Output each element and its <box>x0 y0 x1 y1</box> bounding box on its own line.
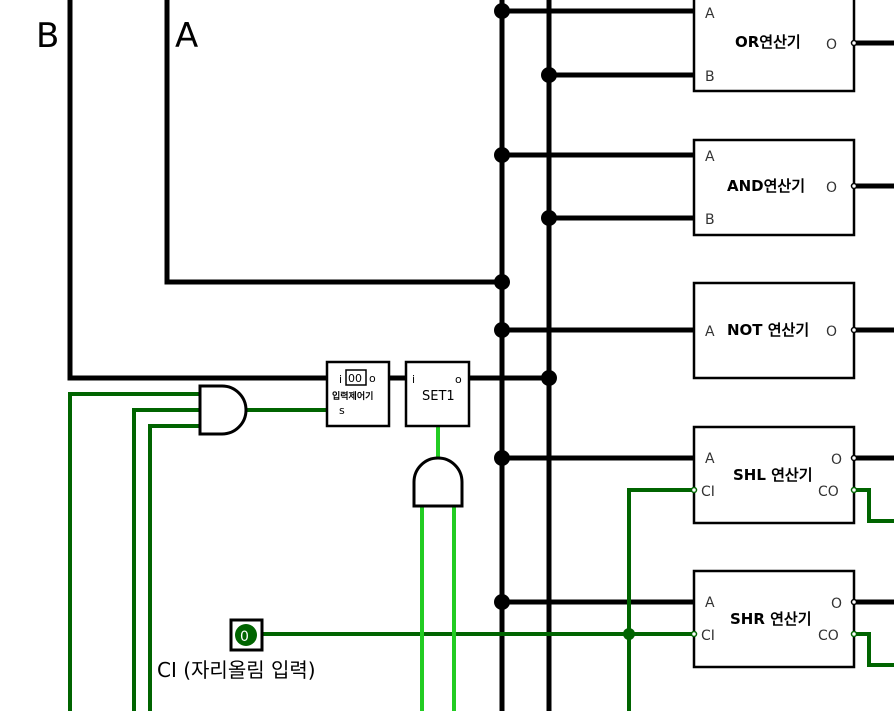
and-pin-a: A <box>705 149 715 165</box>
not-pin-o: O <box>826 324 837 340</box>
set1-title: SET1 <box>422 389 455 404</box>
shr-title: SHR 연산기 <box>730 610 812 628</box>
shl-pin-co: CO <box>818 484 839 500</box>
and-pin-o: O <box>826 180 837 196</box>
controller-pin-s: s <box>339 404 345 417</box>
controller-pin-i: i <box>339 373 342 386</box>
bus-b-label: B <box>36 16 59 56</box>
and-title: AND연산기 <box>727 177 805 195</box>
ci-input-pin[interactable]: 0 <box>229 618 264 652</box>
shr-pin-ci: CI <box>701 628 715 644</box>
set1-pin-i: i <box>412 373 415 386</box>
shl-title: SHL 연산기 <box>733 466 813 484</box>
shl-pin-ci: CI <box>701 484 715 500</box>
or-pin-b: B <box>705 69 715 85</box>
not-title: NOT 연산기 <box>727 321 809 339</box>
bus-junctions <box>494 3 557 610</box>
controller-title: 입력제어기 <box>332 390 373 402</box>
ci-caption: CI (자리올림 입력) <box>157 658 316 682</box>
unit-pin-dots <box>690 486 858 638</box>
ci-junction <box>623 628 635 640</box>
set1-pin-o: o <box>455 373 462 386</box>
unit-shl[interactable]: A CI O CO SHL 연산기 <box>692 425 856 525</box>
set1-block[interactable]: i o SET1 <box>404 360 471 428</box>
bright-green-wires <box>420 426 456 711</box>
and-gate-left[interactable] <box>198 384 248 436</box>
or-pin-a: A <box>705 6 715 22</box>
controller-register <box>345 369 367 386</box>
bus-wires <box>67 0 894 711</box>
ci-value: 0 <box>240 629 249 645</box>
bus-a-label: A <box>175 16 198 56</box>
or-title: OR연산기 <box>735 33 801 51</box>
controller-pin-o: o <box>369 372 376 385</box>
and-gate-bottom[interactable] <box>412 456 464 508</box>
input-controller[interactable]: i 00 o 입력제어기 s <box>325 360 391 428</box>
unit-shr[interactable]: A CI O CO SHR 연산기 <box>692 569 856 669</box>
shl-pin-o: O <box>831 452 842 468</box>
unit-and[interactable]: A B O AND연산기 <box>692 138 856 237</box>
shr-pin-a: A <box>705 595 715 611</box>
controller-value: 00 <box>348 372 362 385</box>
unit-or[interactable]: A B O OR연산기 <box>692 0 856 93</box>
shr-pin-co: CO <box>818 628 839 644</box>
shl-pin-a: A <box>705 451 715 467</box>
unit-not[interactable]: A O NOT 연산기 <box>692 281 856 380</box>
not-pin-a: A <box>705 324 715 340</box>
or-pin-o: O <box>826 37 837 53</box>
shr-pin-o: O <box>831 596 842 612</box>
and-pin-b: B <box>705 212 715 228</box>
